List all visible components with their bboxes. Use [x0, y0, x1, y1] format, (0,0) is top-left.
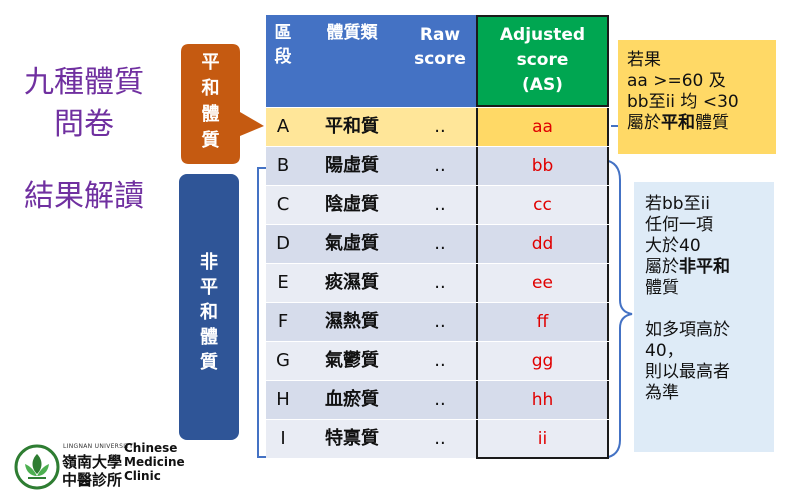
left-bracket: [257, 167, 272, 458]
table-row: A 平和質.. aa: [266, 107, 609, 146]
adjusted-score: hh: [476, 381, 609, 419]
constitution-type: 痰濕質: [325, 272, 379, 293]
table-row: F 濕熱質.. ff: [266, 302, 609, 341]
section-code: B: [276, 155, 290, 176]
adjusted-score: gg: [476, 342, 609, 380]
raw-score: ..: [434, 311, 446, 332]
balanced-note-line-4: 屬於平和體質: [627, 113, 729, 133]
balanced-note: 若果 aa >=60 及 bb至ii 均 <30 屬於平和體質: [618, 40, 776, 154]
section-code: G: [276, 350, 290, 371]
table-row: E 痰濕質.. ee: [266, 263, 609, 302]
table-row: B 陽虛質.. bb: [266, 146, 609, 185]
adjusted-score: dd: [476, 225, 609, 263]
constitution-type: 平和質: [325, 116, 379, 137]
constitution-type: 濕熱質: [325, 311, 379, 332]
balanced-note-line-3: bb至ii 均 <30: [627, 92, 739, 112]
raw-score: ..: [434, 155, 446, 176]
header-section: 區 段: [266, 15, 300, 107]
unbalanced-note-line-8: 則以最高者: [645, 362, 730, 382]
adjusted-score: aa: [476, 108, 609, 146]
constitution-type: 陽虛質: [325, 155, 379, 176]
adjusted-score: bb: [476, 147, 609, 185]
section-code: H: [276, 389, 290, 410]
logo-chinese-line-2: 中醫診所: [62, 471, 123, 489]
logo-english-line-3: Clinic: [124, 469, 161, 483]
constitution-type: 氣鬱質: [325, 350, 379, 371]
unbalanced-note-line-3: 大於40: [645, 236, 701, 256]
header-adjusted-score: Adjusted score (AS): [476, 15, 609, 107]
section-code: D: [276, 233, 290, 254]
balanced-note-line-1: 若果: [627, 50, 661, 70]
table-row: I 特禀質.. ii: [266, 419, 609, 459]
unbalanced-note-line-1: 若bb至ii: [645, 194, 711, 214]
unbalanced-note-line-2: 任何一項: [645, 215, 713, 235]
section-code: E: [277, 272, 289, 293]
table-row: H 血瘀質.. hh: [266, 380, 609, 419]
unbalanced-label: 非 平 和 體 質: [200, 252, 218, 373]
adjusted-score: cc: [476, 186, 609, 224]
unbalanced-note-line-5: 體質: [645, 278, 679, 298]
raw-score: ..: [434, 389, 446, 410]
raw-score: ..: [434, 272, 446, 293]
clinic-logo-icon: [14, 444, 60, 490]
section-code: I: [280, 428, 286, 449]
raw-score: ..: [434, 233, 446, 254]
logo-english-line-1: Chinese: [124, 441, 178, 455]
section-code: C: [276, 194, 290, 215]
table-row: D 氣虛質.. dd: [266, 224, 609, 263]
unbalanced-note-line-6: 如多項高於: [645, 320, 730, 340]
header-raw-score: Raw score: [404, 15, 476, 107]
unbalanced-note: 若bb至ii 任何一項 大於40 屬於非平和 體質 如多項高於 40， 則以最高…: [634, 182, 774, 452]
constitution-type: 氣虛質: [325, 233, 379, 254]
constitution-type: 血瘀質: [325, 389, 379, 410]
logo-english-line-2: Medicine: [124, 455, 185, 469]
table-row: G 氣鬱質.. gg: [266, 341, 609, 380]
constitution-type: 特禀質: [325, 428, 379, 449]
unbalanced-note-line-4: 屬於非平和: [645, 257, 730, 277]
unbalanced-note-line-7: 40，: [645, 341, 684, 361]
header-type: 體質類: [300, 15, 404, 107]
logo-chinese-line-1: 嶺南大學: [62, 453, 123, 471]
title-line-3: 結果解讀: [24, 179, 144, 214]
section-code: F: [277, 311, 289, 332]
raw-score: ..: [434, 194, 446, 215]
constitution-type: 陰虛質: [325, 194, 379, 215]
raw-score: ..: [434, 428, 446, 449]
title-line-2: 問卷: [54, 107, 114, 142]
balanced-label: 平 和 體 質: [201, 52, 220, 151]
adjusted-score: ff: [476, 303, 609, 341]
logo-university: LINGNAN UNIVERSITY: [63, 443, 134, 450]
adjusted-score: ii: [476, 420, 609, 459]
raw-score: ..: [434, 350, 446, 371]
table-row: C 陰虛質.. cc: [266, 185, 609, 224]
raw-score: ..: [434, 116, 446, 137]
title-line-1: 九種體質: [24, 65, 144, 100]
balanced-note-line-2: aa >=60 及: [627, 71, 726, 91]
unbalanced-note-line-9: 為準: [645, 383, 679, 403]
section-code: A: [276, 116, 290, 137]
unbalanced-box: [179, 174, 239, 440]
adjusted-score: ee: [476, 264, 609, 302]
right-brace: [603, 159, 633, 459]
